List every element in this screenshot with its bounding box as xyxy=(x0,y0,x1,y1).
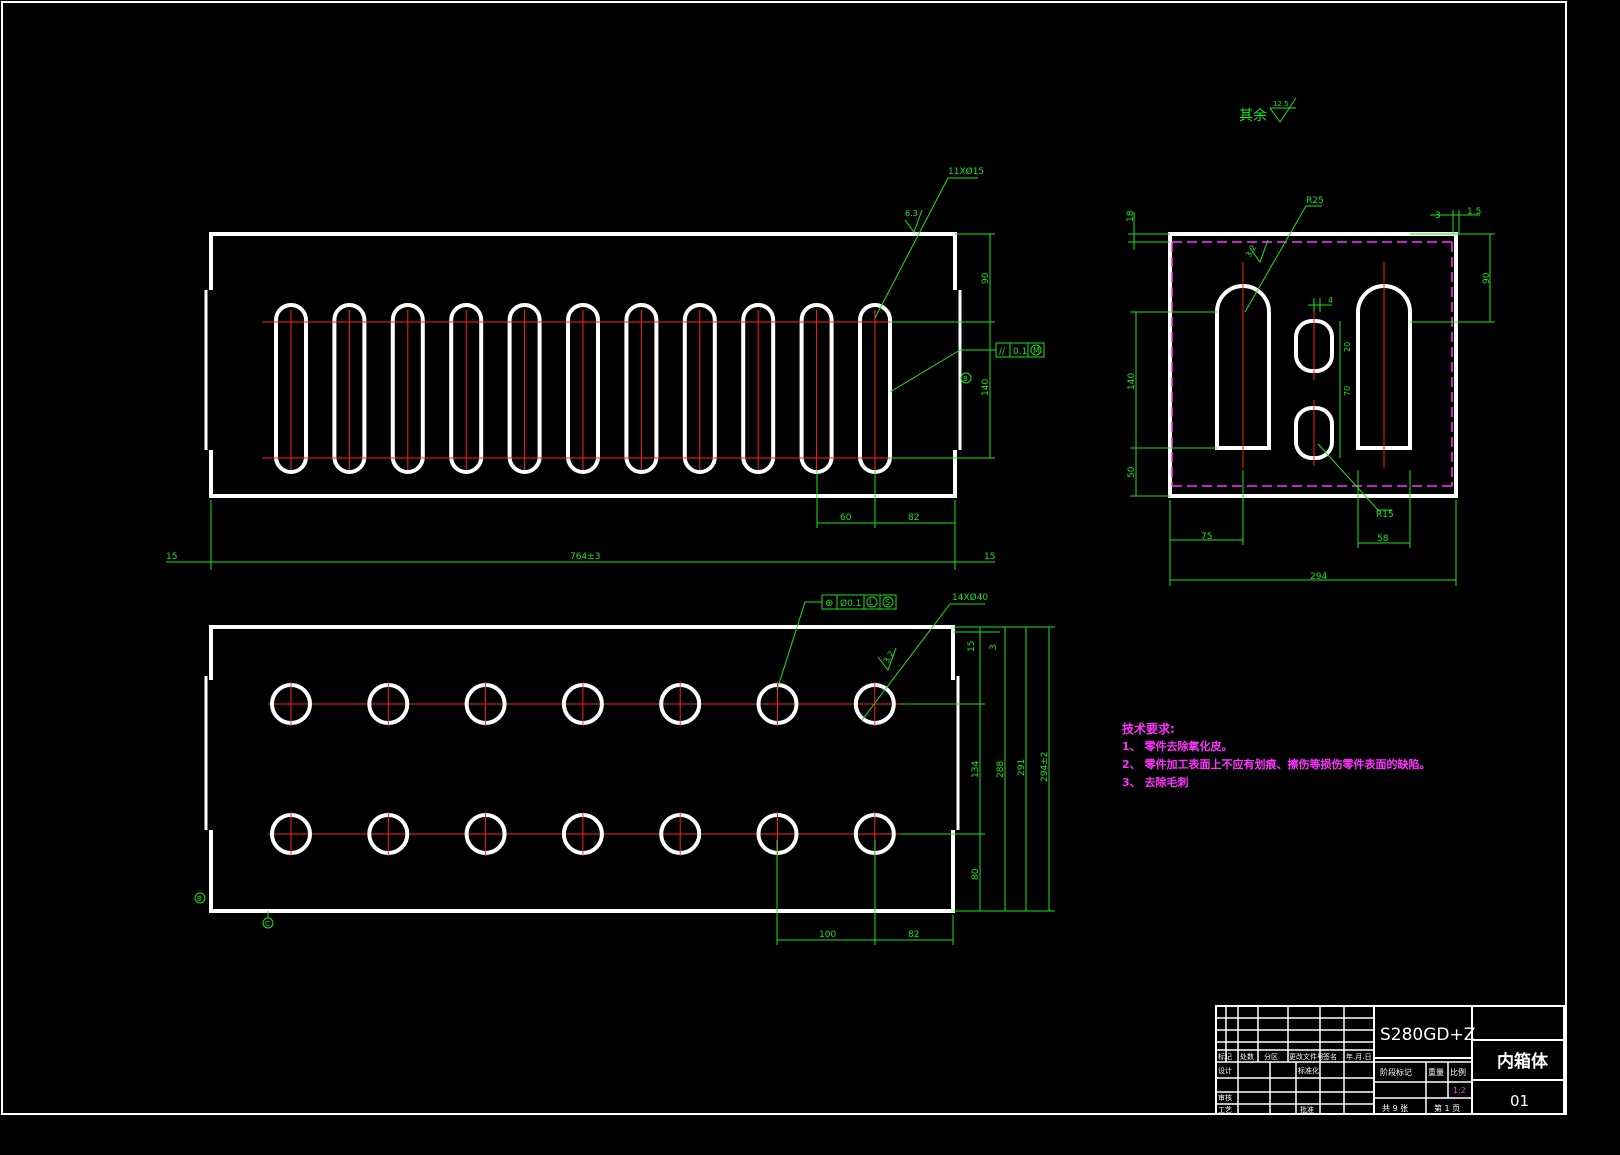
dim-b-288: 288 xyxy=(996,761,1006,778)
dim-764: 764±3 xyxy=(570,552,600,562)
technical-requirements: 技术要求: 1、 零件去除氧化皮。 2、 零件加工表面上不应有划痕、擦伤等损伤零… xyxy=(1122,721,1430,789)
tb-biaoji: 标记 xyxy=(1218,1052,1232,1061)
dim-b-134: 134 xyxy=(971,761,981,778)
dim-15-left: 15 xyxy=(166,552,177,562)
slot xyxy=(449,303,484,474)
dim-b-291: 291 xyxy=(1017,759,1027,776)
tol-value: 0.1 xyxy=(1013,347,1027,357)
pos-tol-value: Ø0.1 xyxy=(840,598,861,609)
dim-s-294: 294 xyxy=(1310,572,1327,582)
drawing-number: 01 xyxy=(1510,1092,1529,1110)
dim-s-20: 20 xyxy=(1343,342,1352,352)
tb-sheji: 设计 xyxy=(1218,1066,1232,1075)
dim-s-50: 50 xyxy=(1127,466,1137,478)
dim-s-58: 58 xyxy=(1377,534,1389,544)
tb-fenqu: 分区 xyxy=(1264,1052,1278,1061)
title-block-text: S280GD+Z 内箱体 01 标记 处数 分区 更改文件号 签名 年.月.日 … xyxy=(1218,1025,1549,1114)
dim-b-3: 3 xyxy=(989,644,999,650)
slot xyxy=(682,303,717,474)
hole-callout: 14XØ40 xyxy=(952,592,988,603)
datum-b-top: B xyxy=(963,375,968,383)
tol-modifier: M xyxy=(1033,346,1040,355)
arched-slot-left xyxy=(1215,284,1271,450)
surface-note-text: 其余 xyxy=(1239,107,1267,124)
dim-140: 140 xyxy=(981,379,991,396)
part-name: 内箱体 xyxy=(1497,1051,1549,1072)
tech-note-1: 1、 零件去除氧化皮。 xyxy=(1122,739,1232,753)
tb-gong: 共 9 张 xyxy=(1382,1104,1408,1113)
datum-c-bottom: C xyxy=(265,920,270,928)
tb-jieduan: 阶段标记 xyxy=(1380,1067,1412,1077)
dim-s-18: 18 xyxy=(1126,210,1136,222)
dim-82: 82 xyxy=(908,513,919,523)
surface-note-value: 12.5 xyxy=(1273,100,1289,108)
tb-nianyueri: 年.月.日 xyxy=(1346,1052,1371,1061)
slot-callout: 11XØ15 xyxy=(948,166,984,177)
pos-tol-mod2: S xyxy=(885,598,890,607)
slot xyxy=(332,303,367,474)
dim-60: 60 xyxy=(840,513,852,523)
bottom-view: ⊕ Ø0.1 L S 14XØ40 3.2 B C 15 3 134 80 28… xyxy=(194,592,1055,945)
tech-notes-title: 技术要求: xyxy=(1122,721,1175,736)
dim-s-70: 70 xyxy=(1343,386,1352,396)
slot xyxy=(274,303,308,474)
pos-tol-mod1: L xyxy=(869,598,874,607)
tb-zhongliang: 重量 xyxy=(1428,1067,1444,1077)
dim-b-15: 15 xyxy=(967,641,977,652)
dim-s-140: 140 xyxy=(1127,373,1137,390)
dim-b-100: 100 xyxy=(819,930,836,940)
dim-90: 90 xyxy=(981,272,991,284)
tb-biaozhunhua: 标准化 xyxy=(1298,1066,1319,1075)
dim-s-75: 75 xyxy=(1201,532,1212,542)
tech-note-2: 2、 零件加工表面上不应有划痕、擦伤等损伤零件表面的缺陷。 xyxy=(1122,757,1430,771)
tol-symbol: // xyxy=(999,347,1006,357)
slot xyxy=(624,303,659,474)
top-roughness: 6.3 xyxy=(905,209,918,218)
datum-b-bottom: B xyxy=(197,895,202,903)
tb-bili: 比例 xyxy=(1450,1067,1466,1077)
dim-b-82: 82 xyxy=(908,930,919,940)
dim-s-3: 3 xyxy=(1435,211,1441,221)
side-view-outline xyxy=(1168,232,1458,498)
tb-di: 第 1 页 xyxy=(1434,1103,1460,1113)
dim-s-1.5: 1.5 xyxy=(1467,207,1481,217)
dim-15-right: 15 xyxy=(984,552,995,562)
slot xyxy=(566,303,600,474)
side-r25: R25 xyxy=(1306,196,1324,206)
tb-gongyi: 工艺 xyxy=(1218,1106,1232,1114)
dim-s-90: 90 xyxy=(1482,272,1492,284)
title-block xyxy=(1215,1005,1565,1115)
side-r15: R15 xyxy=(1376,510,1394,520)
tb-gengwenjian: 更改文件号 xyxy=(1289,1052,1324,1061)
side-view: R25 R15 3.2 18 3 1.5 4 90 140 50 20 70 7… xyxy=(1126,97,1495,586)
tb-qianming: 签名 xyxy=(1323,1052,1337,1061)
tech-note-3: 3、 去除毛刺 xyxy=(1122,775,1188,789)
dim-b-80: 80 xyxy=(971,868,981,880)
tb-scale: 1:2 xyxy=(1453,1086,1466,1095)
material-label: S280GD+Z xyxy=(1380,1025,1475,1045)
arched-slot-right xyxy=(1356,284,1412,450)
tb-shenhe: 审核 xyxy=(1218,1093,1232,1102)
slot xyxy=(741,303,776,474)
cad-drawing-sheet: 11XØ15 6.3 // 0.1 M B 90 140 60 82 764±3… xyxy=(0,0,1568,1116)
top-view: 11XØ15 6.3 // 0.1 M B 90 140 60 82 764±3… xyxy=(166,166,1045,570)
slot xyxy=(507,303,542,474)
pos-tol-symbol: ⊕ xyxy=(825,598,833,609)
dim-b-294: 294±2 xyxy=(1040,752,1050,782)
slot xyxy=(390,303,425,474)
tb-pizhun: 批准 xyxy=(1300,1105,1314,1114)
dim-s-4: 4 xyxy=(1328,296,1333,305)
tb-chushu: 处数 xyxy=(1240,1052,1254,1061)
